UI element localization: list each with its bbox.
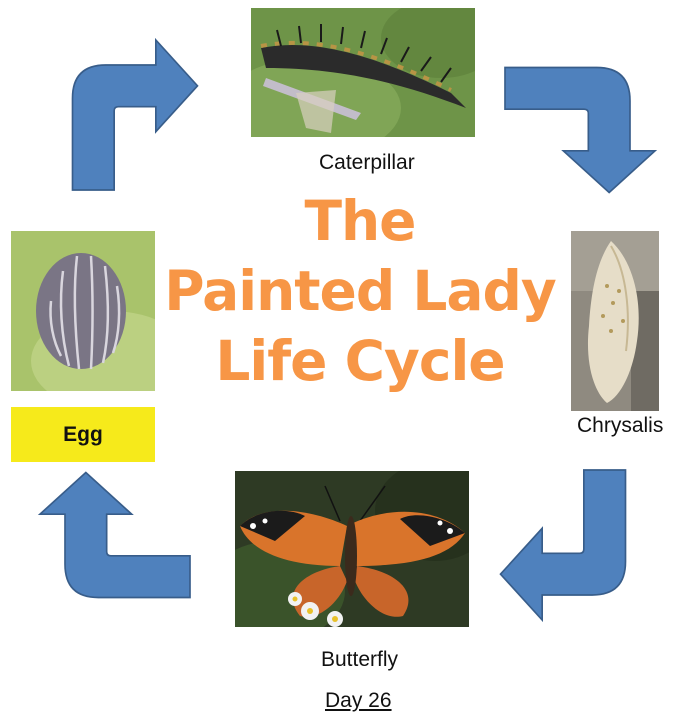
- egg-label: Egg: [63, 423, 103, 447]
- egg-label-box: Egg: [11, 407, 155, 462]
- butterfly-photo: [235, 471, 469, 627]
- egg-photo: [11, 231, 155, 391]
- title-line-2: Painted Lady: [150, 256, 570, 326]
- diagram-title: The Painted Lady Life Cycle: [150, 186, 570, 396]
- curved-arrow-butterfly-to-egg: [40, 460, 190, 610]
- chrysalis-label: Chrysalis: [577, 414, 663, 438]
- curved-arrow-caterpillar-to-chrysalis: [505, 55, 655, 205]
- butterfly-label: Butterfly: [321, 648, 398, 672]
- title-line-3: Life Cycle: [150, 326, 570, 396]
- curved-arrow-egg-to-caterpillar: [60, 40, 210, 190]
- day-label: Day 26: [325, 689, 392, 713]
- caterpillar-photo: [251, 8, 475, 137]
- curved-arrow-chrysalis-to-butterfly: [488, 470, 638, 620]
- chrysalis-photo: [571, 231, 659, 411]
- caterpillar-label: Caterpillar: [319, 151, 415, 175]
